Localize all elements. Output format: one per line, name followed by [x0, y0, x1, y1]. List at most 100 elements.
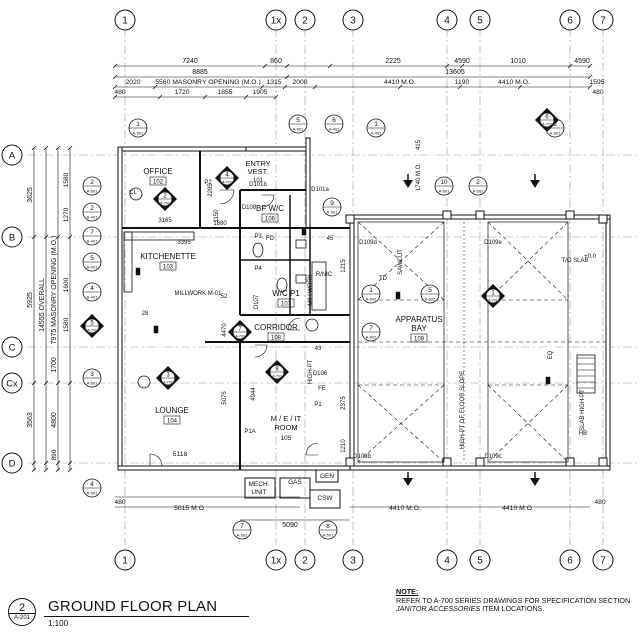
room-kitchenette-number-box [159, 261, 177, 271]
callout-number: 6 [553, 121, 557, 128]
grid-bubble-A [1, 144, 23, 166]
dimension-tick [55, 145, 61, 151]
grid-bubble-label: 5 [477, 16, 483, 27]
grid-bubble-label: 6 [567, 16, 573, 27]
sawcut-line [487, 384, 569, 463]
dimension-text: 1600 [63, 277, 70, 292]
grid-bubble-1x [265, 549, 287, 571]
kitchenette-counter-side [123, 231, 133, 293]
dimension-tick [587, 84, 593, 90]
door-arrow-south-1 [403, 478, 413, 486]
grid-bubble-7 [592, 549, 614, 571]
callout-number: 2 [90, 205, 94, 212]
cl-tag-circle [137, 375, 151, 389]
callout-number: 5 [90, 255, 94, 262]
dimension-text: 860 [270, 58, 282, 65]
dimension-text: 3563 [27, 412, 34, 428]
room-w-c-p1-number-box [277, 298, 295, 308]
dimension-text: 480 [594, 499, 606, 506]
dimension-tick [67, 380, 73, 386]
dimension-text: 14555 OVERALL [39, 278, 46, 332]
annotation-d101a: D101a [311, 187, 329, 193]
callout-sheet: A-501 [237, 533, 248, 538]
dimension-text: 1700 [51, 357, 58, 373]
annotation-d109e: D109e [484, 240, 502, 246]
column [565, 210, 575, 220]
door-swing-lounge [149, 453, 163, 467]
dimension-tick [457, 84, 463, 90]
dimension-text: 5560 MASONRY OPENING (M.O.) [155, 79, 261, 86]
annotation-millwork-m-01: MILLWORK M-01 [175, 291, 223, 297]
elevation-tag-7: 7A-700 [228, 320, 252, 344]
room-m-e-it-room-number: 105 [281, 435, 292, 442]
csw-pad [309, 489, 341, 509]
grid-bubble-label: 5 [477, 556, 483, 567]
room-bf-w-c-label: BF W/C [256, 204, 284, 213]
callout-number: 1 [369, 287, 373, 294]
grid-bubble-2 [294, 9, 316, 31]
title-block: 2 A-201 GROUND FLOOR PLAN 1:100 NOTE: RE… [0, 587, 640, 640]
drawing-title: GROUND FLOOR PLAN [48, 598, 218, 615]
detail-callout-1-a-602: 1A-602 [361, 284, 381, 304]
dimension-text: 7975 MASONRY OPENING (M.O.) [51, 236, 58, 345]
detail-callout-5-a-501: 5A-501 [288, 114, 308, 134]
grid-bubble-1 [114, 549, 136, 571]
dimension-tick [444, 63, 450, 69]
dimension-tick [157, 94, 163, 100]
callout-sheet: A-602 [366, 335, 377, 340]
room-entry-vest-label: ENTRY [245, 159, 270, 168]
column [345, 457, 355, 467]
floor-drain-marker [395, 291, 401, 300]
grid-bubble-label: 1x [271, 16, 282, 27]
wall-vestibule-east [305, 137, 311, 229]
elevation-tag-sheet: A-702 [87, 329, 97, 333]
equipment-rack [576, 354, 596, 394]
grid-bubble-label: 3 [350, 16, 356, 27]
callout-number: 7 [369, 325, 373, 332]
dimension-text: 3625 [27, 187, 34, 203]
dimension-tick [282, 84, 288, 90]
grid-bubble-label: 1 [122, 556, 128, 567]
dimension-text: 2020 [125, 79, 140, 86]
annotation-slab-high-pt: SLAB HIGH-PT [580, 389, 586, 431]
detail-callout-9-a-501: 9A-501 [322, 197, 342, 217]
callout-number: 7 [240, 523, 244, 530]
elevation-tag-number: 7 [238, 327, 242, 333]
dimension-tick [67, 145, 73, 151]
mech-unit-pad [244, 477, 276, 499]
elevation-tag-sheet: A-700 [272, 375, 282, 379]
annotation-fd: FD [266, 236, 275, 242]
elevation-tag-number: 3 [166, 373, 170, 379]
room-gen-label: GEN [320, 473, 334, 480]
room-apparatus-bay-number-box [410, 333, 428, 343]
callout-number: 4 [90, 285, 94, 292]
annotation-hb: HB [579, 431, 587, 437]
grid-bubble-4 [436, 9, 458, 31]
grid-bubble-2 [294, 549, 316, 571]
dimension-text: 1580 [63, 317, 70, 332]
door-swing-bfwc [261, 194, 275, 208]
elevation-tag-5: 5A-702 [80, 314, 104, 338]
dimension-tick [55, 460, 61, 466]
sawcut-line [487, 221, 569, 301]
annotation-high-pt-of-floor-slope: HIGH-PT OF FLOOR SLOPE [460, 371, 466, 450]
dimension-tick [152, 84, 158, 90]
column [345, 214, 355, 224]
dimension-text: 5090 [282, 522, 298, 529]
elevation-tag-sheet: A-700 [235, 335, 245, 339]
callout-sheet: A-401 [87, 265, 98, 270]
annotation-3395: 3395 [177, 240, 191, 246]
dimension-text: 7240 [182, 58, 198, 65]
grid-bubble-5 [469, 9, 491, 31]
annotation-sawcut: SAWCUT [398, 249, 404, 275]
floor-drain-marker [153, 325, 159, 334]
callout-sheet: A-501 [327, 210, 338, 215]
elevation-tag-number: 2 [163, 194, 167, 200]
room-kitchenette-label: KITCHENETTE [140, 252, 196, 261]
room-m-e-it-room-label: M / E / IT [271, 414, 302, 423]
annotation-millwork: MILLWORK [308, 274, 314, 306]
callout-number: 5 [296, 117, 300, 124]
door-arrow-south-2 [530, 478, 540, 486]
dimension-tick [202, 94, 208, 100]
callout-number: 4 [90, 481, 94, 488]
